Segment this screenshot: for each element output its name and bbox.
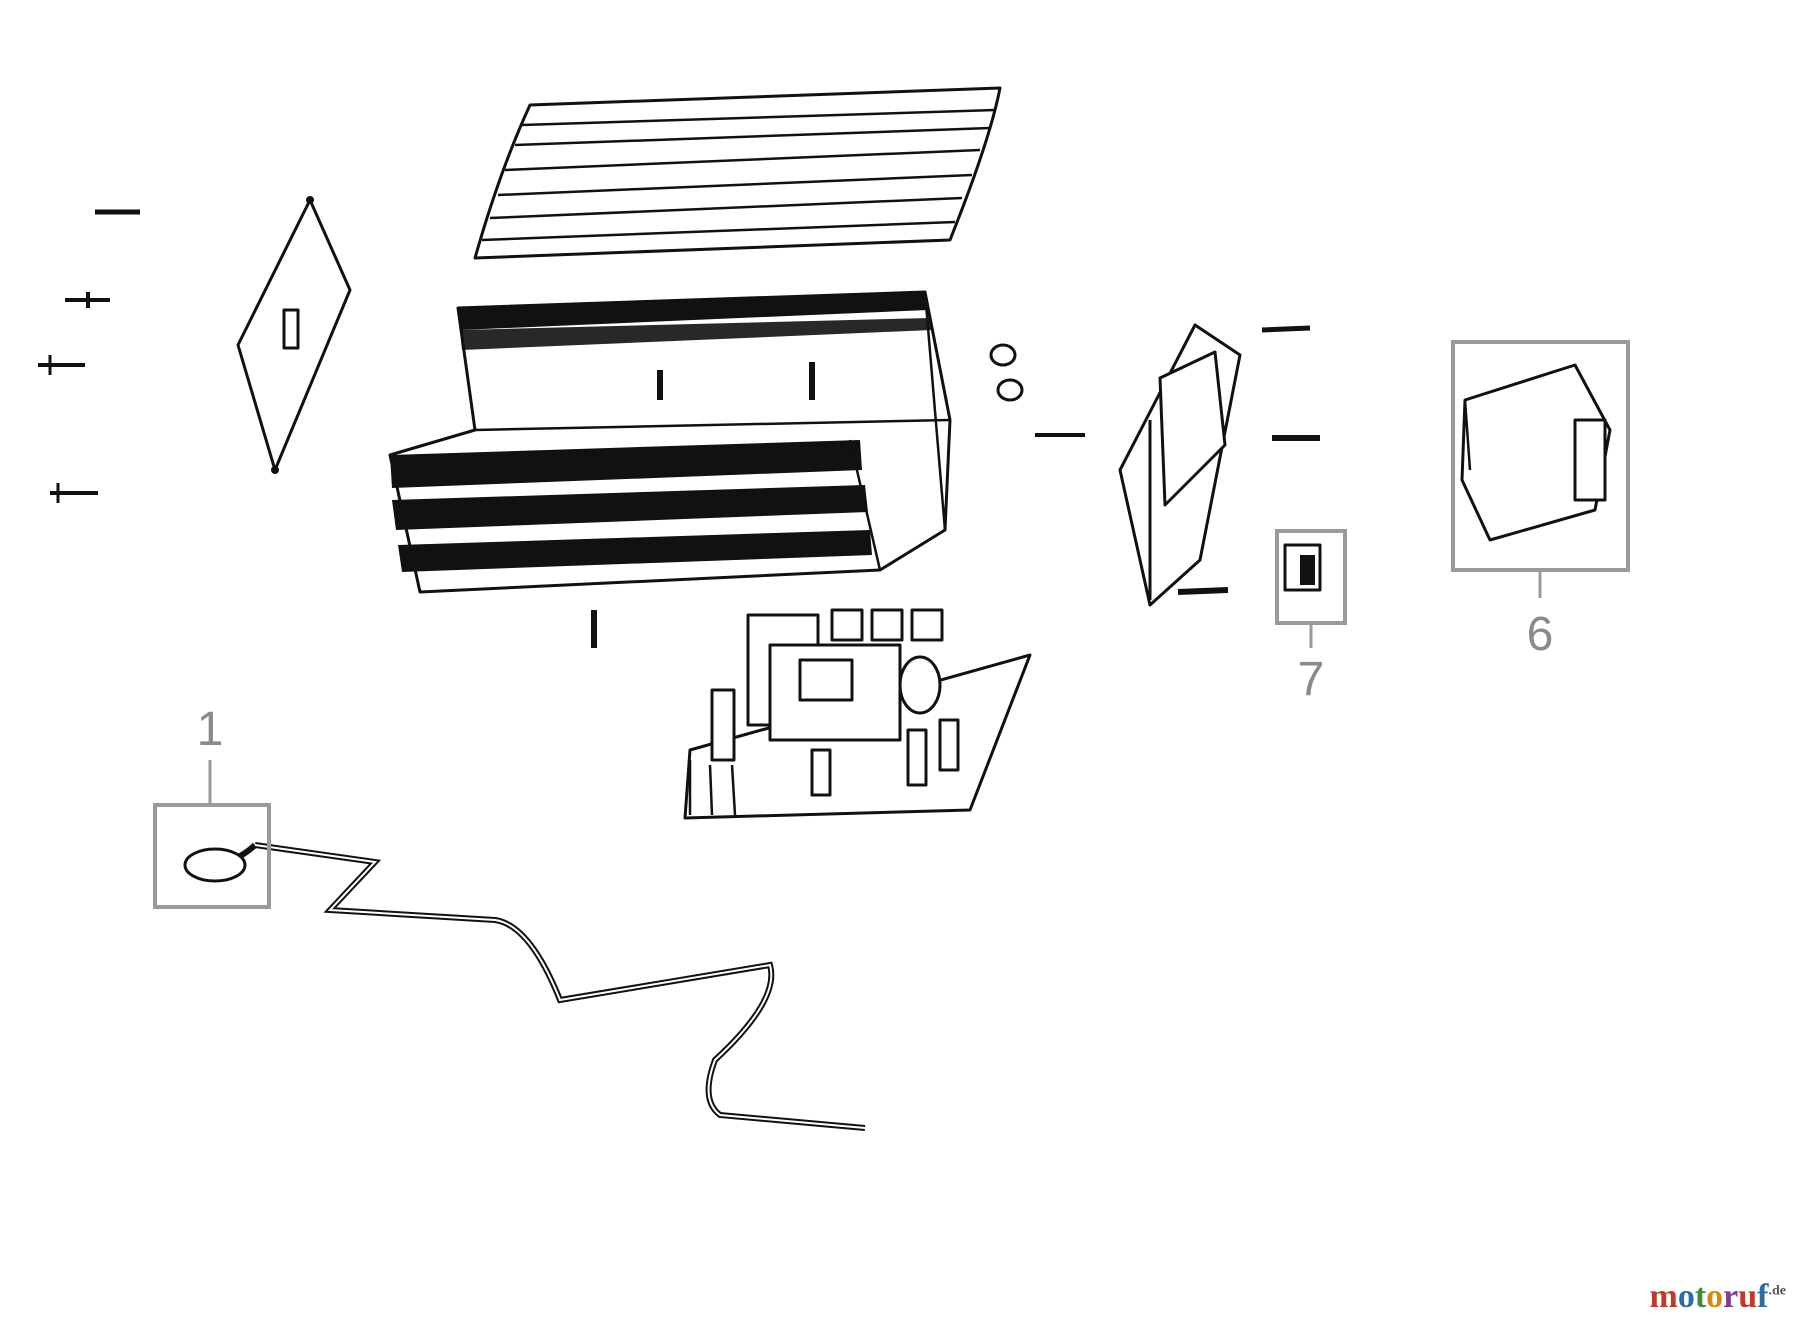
nuts-part xyxy=(989,343,1085,437)
power-cord-part xyxy=(183,842,866,1131)
main-housing-part xyxy=(388,290,952,648)
motoruf-logo: motoruf.de xyxy=(1650,1278,1787,1316)
watermark-text: motoruf xyxy=(1649,1278,1769,1315)
callout-1-box xyxy=(153,803,271,909)
part-7-switch xyxy=(1283,543,1322,592)
callout-7-label: 7 xyxy=(1298,653,1325,706)
front-panel-part xyxy=(1118,323,1320,607)
part-6-socket xyxy=(1460,363,1612,542)
callout-1: 1 xyxy=(153,703,271,909)
watermark-tld: .de xyxy=(1768,1283,1787,1299)
callout-7: 7 xyxy=(1275,529,1347,706)
callout-6: 6 xyxy=(1451,340,1630,661)
top-cover-part xyxy=(473,86,1002,260)
left-screws-part xyxy=(38,209,140,503)
callout-6-label: 6 xyxy=(1527,608,1554,661)
left-end-plate-part xyxy=(236,196,352,474)
circuit-board-part xyxy=(683,608,1032,820)
callout-1-label: 1 xyxy=(197,703,224,756)
